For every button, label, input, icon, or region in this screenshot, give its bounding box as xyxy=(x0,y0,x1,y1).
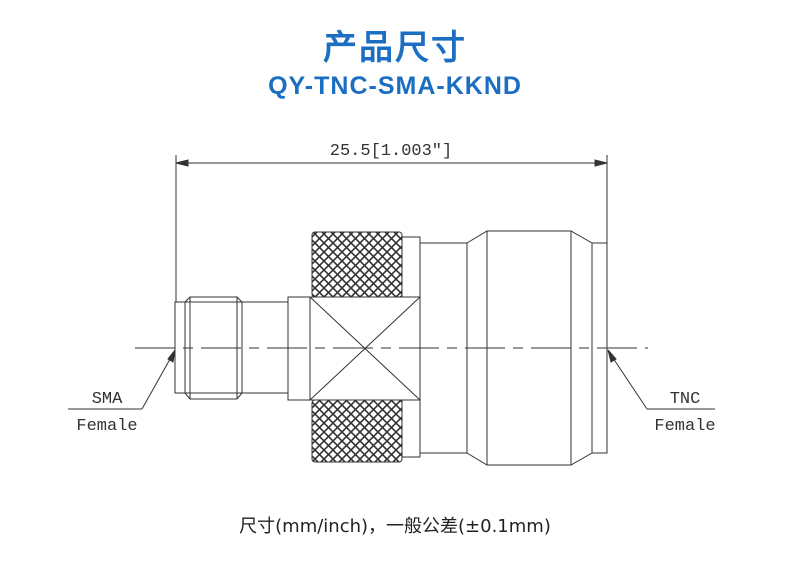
page-title: 产品尺寸 xyxy=(323,28,467,68)
tnc-leader xyxy=(607,349,715,410)
dimension-line xyxy=(175,155,608,302)
sma-leader xyxy=(68,349,176,410)
tnc-gender-label: Female xyxy=(654,417,715,436)
sma-gender-label: Female xyxy=(76,417,137,436)
sma-type-label: SMA xyxy=(92,390,123,409)
tolerance-note: 尺寸(mm/inch)，一般公差(±0.1mm) xyxy=(239,516,551,537)
overall-length-label: 25.5[1.003"] xyxy=(330,142,452,161)
knurled-nut xyxy=(311,231,421,463)
tnc-type-label: TNC xyxy=(670,390,701,409)
model-number: QY-TNC-SMA-KKND xyxy=(268,72,522,100)
